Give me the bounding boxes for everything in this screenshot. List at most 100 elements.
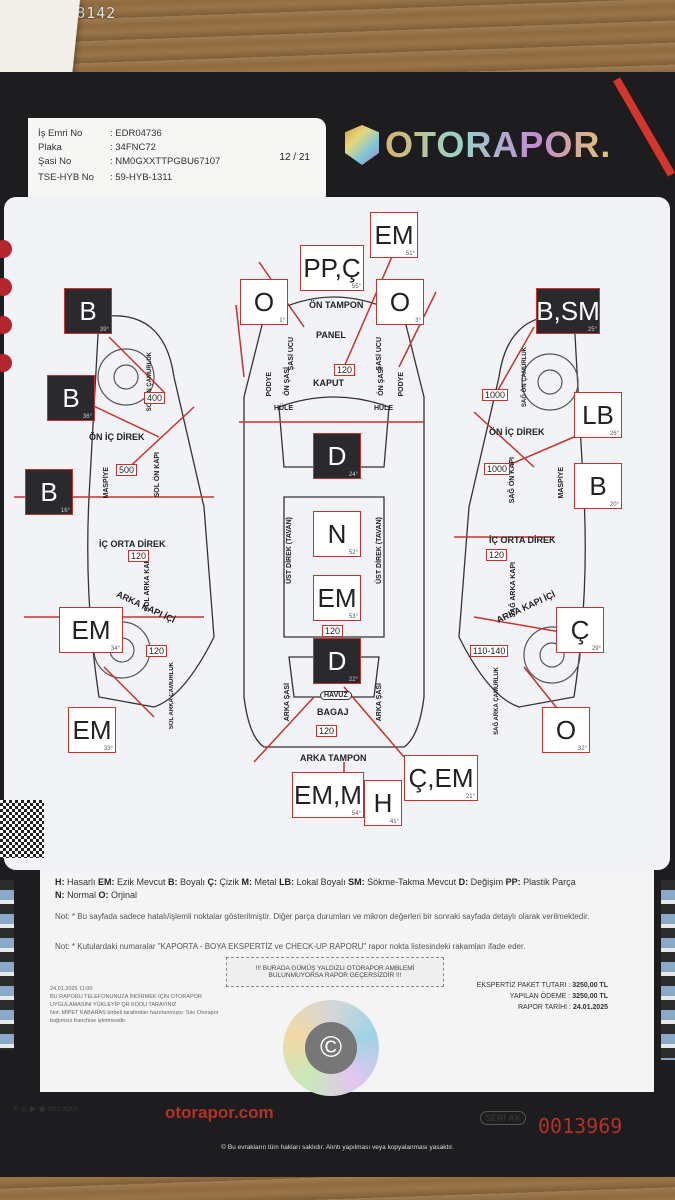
label-ust-direk-right: ÜST DİREK (TAVAN) — [376, 517, 383, 584]
label-ic-orta-direk-right: İÇ ORTA DİREK — [489, 535, 556, 545]
website-link[interactable]: otorapor.com — [165, 1103, 274, 1122]
red-emblem-icon — [0, 278, 12, 296]
small-print-app: BU RAPORU TELEFONUNUZA İNDİRMEK İÇİN OTO… — [50, 994, 202, 1008]
value-sag-arka-camurluk: 110-140 — [470, 645, 509, 657]
value-sag-on-camurluk: 1000 — [482, 389, 509, 401]
label-sag-on-kapi: SAĞ ÖN KAPI — [509, 457, 516, 504]
info-row-work-order: İş Emri No: EDR04736 — [38, 128, 162, 139]
copyright-notice: © Bu evrakların tüm hakları saklıdır. Al… — [221, 1144, 454, 1151]
red-corner-stripe — [613, 77, 675, 177]
fee-summary: EKSPERTİZ PAKET TUTARI : 3250,00 TL YAPI… — [458, 980, 608, 1013]
legend-line-2: N: Normal O: Orjinal — [55, 890, 138, 900]
value-sol-on-camurluk: 400 — [144, 392, 166, 404]
value-sol-on-kapi: 500 — [116, 464, 138, 476]
hologram-warning-box: !!! BURADA GÜMÜŞ YALDIZLI OTORAPOR AMBLE… — [226, 957, 444, 987]
hologram-logo-icon: © — [305, 1022, 357, 1074]
label-hule-right: HÜLE — [374, 405, 394, 412]
qr-code[interactable] — [0, 800, 44, 858]
small-print-note: Not: MİPET KABARAS birbeli tarafından ha… — [50, 1010, 219, 1024]
note-2: Not: * Kutulardaki numaralar "KAPORTA - … — [55, 942, 526, 951]
label-podye-left: PODYE — [266, 372, 273, 397]
red-emblem-icon — [0, 240, 12, 258]
value-sag-arka-kapi: 120 — [486, 549, 508, 561]
small-print-date: 24.01.2025 11:00 — [50, 986, 93, 992]
label-ust-direk-left: ÜST DİREK (TAVAN) — [286, 517, 293, 584]
red-emblem-icon — [0, 316, 12, 334]
label-hule-left: HÜLE — [274, 405, 294, 412]
label-on-sasi-left: ÖN ŞASİ — [284, 367, 291, 396]
label-sol-on-kapi: SOL ÖN KAPI — [154, 452, 161, 498]
serial-number: 0013969 — [538, 1114, 623, 1138]
otorapor-logo: OTORAPOR. — [345, 124, 611, 166]
red-emblem-icon — [0, 354, 12, 372]
label-sasi-ucu-right: ŞASİ UCU — [376, 337, 383, 371]
label-ic-orta-direk-left: İÇ ORTA DİREK — [99, 539, 166, 549]
vehicle-info-box: İş Emri No: EDR04736 Plaka: 34FNC72 Şasi… — [28, 118, 326, 198]
label-kaput: KAPUT — [313, 378, 344, 388]
label-bagaj: BAGAJ — [317, 707, 349, 717]
value-kaput: 120 — [334, 364, 356, 376]
serial-label: SERİ AK — [480, 1111, 527, 1125]
left-security-foil — [0, 880, 14, 1050]
left-emblem-strip — [0, 240, 12, 392]
label-on-tampon: ÖN TAMPON — [309, 300, 364, 310]
social-links[interactable]: ✕ ◎ ▶ ◉ otorapor — [12, 1104, 78, 1113]
legend: H: Hasarlı EM: Ezik Mevcut B: Boyalı Ç: … — [55, 876, 615, 902]
note-1: Not: * Bu sayfada sadece hatalı/işlemli … — [55, 912, 590, 921]
label-maspiye-right: MASPİYE — [558, 467, 565, 499]
value-bagaj: 120 — [316, 725, 338, 737]
label-on-ic-direk-left: ÖN İÇ DİREK — [89, 432, 145, 442]
fee-odeme: YAPILAN ÖDEME : 3250,00 TL — [509, 993, 608, 1000]
car-outline-drawing — [14, 251, 590, 787]
warning-line-2: BULUNMUYORSA RAPOR GEÇERSİZDİR !!! — [268, 972, 402, 979]
hologram-seal: © — [283, 1000, 379, 1096]
social-handle: otorapor — [47, 1104, 78, 1113]
shield-logo-icon — [345, 125, 379, 165]
value-sol-arka-camurluk: 120 — [146, 645, 168, 657]
label-sag-arka-camurluk: SAĞ ARKA ÇAMURLUK — [494, 667, 500, 735]
value-sol-arka-kapi: 120 — [128, 550, 150, 562]
label-on-sasi-right: ÖN ŞASİ — [378, 367, 385, 396]
value-tavan: 120 — [322, 625, 344, 637]
value-sag-on-kapi: 1000 — [484, 463, 511, 475]
label-arka-sasi-right: ARKA ŞASİ — [376, 683, 383, 722]
label-sasi-ucu-left: ŞASİ UCU — [288, 337, 295, 371]
label-on-ic-direk-right: ÖN İÇ DİREK — [489, 427, 545, 437]
damage-diagram: ÖN TAMPON PANEL KAPUT ŞASİ UCU ŞASİ UCU … — [4, 197, 670, 870]
warning-line-1: !!! BURADA GÜMÜŞ YALDIZLI OTORAPOR AMBLE… — [255, 965, 415, 972]
page-number: 12 / 21 — [279, 152, 310, 163]
logo-text: OTORAPOR. — [385, 124, 612, 165]
label-maspiye-left: MASPİYE — [103, 467, 110, 499]
right-security-foil — [661, 880, 675, 1060]
small-print: 24.01.2025 11:00 BU RAPORU TELEFONUNUZA … — [50, 985, 220, 1025]
label-panel: PANEL — [316, 330, 346, 340]
label-sol-arka-camurluk: SOL ARKA ÇAMURLUK — [169, 662, 175, 730]
info-row-chassis: Şasi No: NM0GXXTTPGBU67107 — [38, 156, 221, 167]
label-sag-on-camurluk: SAĞ ÖN ÇAMURLUK — [522, 347, 528, 407]
label-havuz: HAVUZ — [320, 691, 352, 700]
fee-tarih: RAPOR TARİHİ : 24.01.2025 — [517, 1004, 608, 1011]
fee-paket: EKSPERTİZ PAKET TUTARI : 3250,00 TL — [476, 982, 608, 989]
legend-line-1: H: Hasarlı EM: Ezik Mevcut B: Boyalı Ç: … — [55, 877, 576, 887]
